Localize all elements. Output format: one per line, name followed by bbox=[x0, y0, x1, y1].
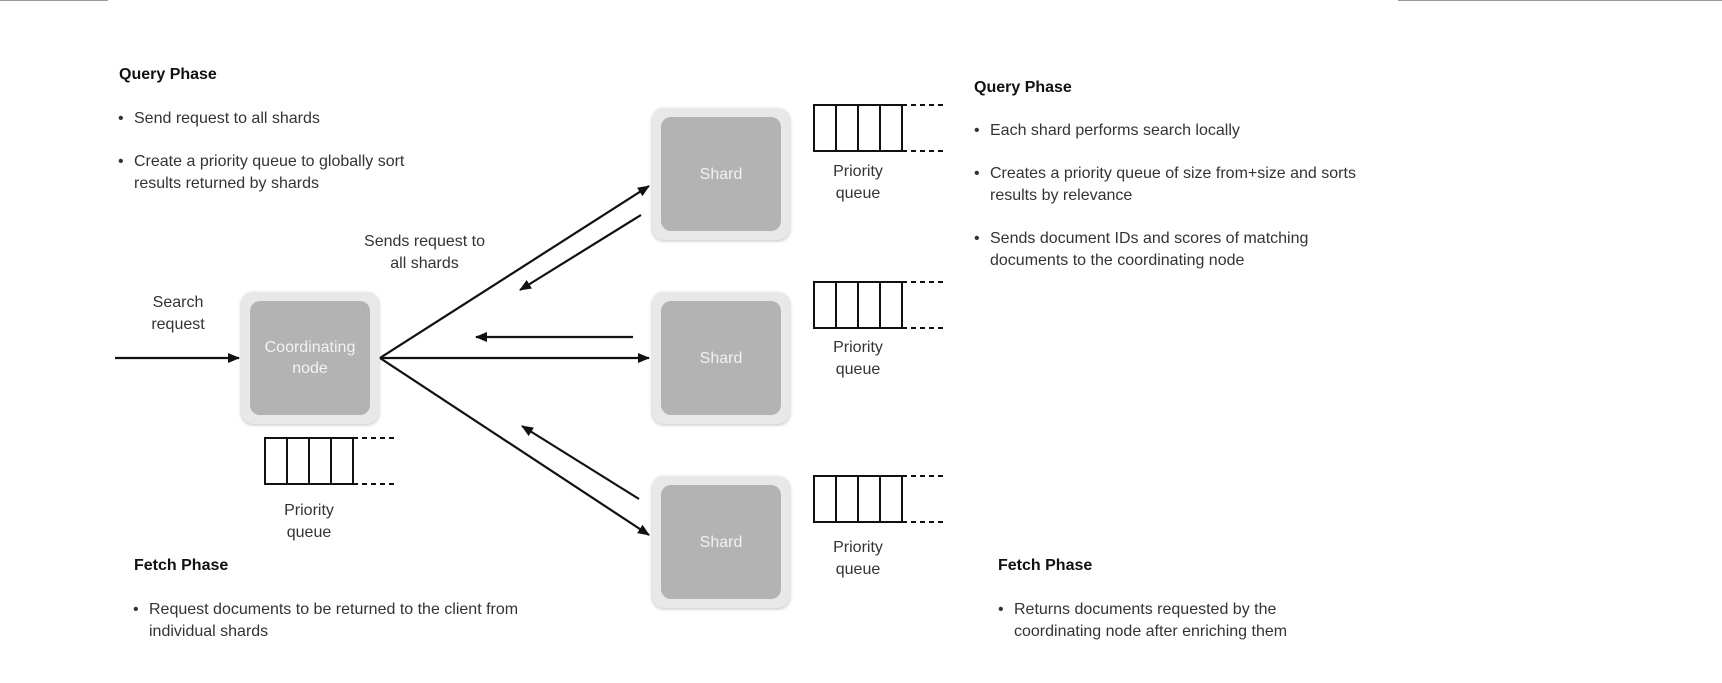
shard-2: Shard bbox=[652, 292, 790, 424]
left-query-bullet-1: Send request to all shards bbox=[118, 108, 453, 130]
shard-3-priority-queue bbox=[813, 475, 943, 523]
coordinating-node-label: Coordinating node bbox=[250, 301, 370, 415]
right-fetch-bullet-1: Returns documents requested by the coord… bbox=[998, 599, 1338, 643]
right-fetch-phase-title: Fetch Phase bbox=[998, 557, 1093, 574]
right-query-phase-list: Each shard performs search locally Creat… bbox=[974, 120, 1374, 293]
left-fetch-bullet-1: Request documents to be returned to the … bbox=[133, 599, 538, 643]
shard-1-priority-queue bbox=[813, 104, 943, 152]
shard-3-label: Shard bbox=[661, 485, 781, 599]
coordinating-priority-queue-label: Priority queue bbox=[284, 502, 334, 541]
right-query-bullet-2: Creates a priority queue of size from+si… bbox=[974, 163, 1374, 207]
left-fetch-phase-title: Fetch Phase bbox=[134, 557, 229, 574]
sends-request-label: Sends request to all shards bbox=[364, 233, 485, 272]
shard-1: Shard bbox=[652, 108, 790, 240]
left-query-bullet-2: Create a priority queue to globally sort… bbox=[118, 151, 453, 195]
shard-2-priority-queue-label: Priority queue bbox=[833, 339, 883, 378]
shard-3-priority-queue-label: Priority queue bbox=[833, 539, 883, 578]
response-arrow-shard-1 bbox=[519, 214, 642, 291]
right-query-bullet-3: Sends document IDs and scores of matchin… bbox=[974, 228, 1374, 272]
left-query-phase-list: Send request to all shards Create a prio… bbox=[118, 108, 453, 216]
coordinating-node: Coordinating node bbox=[241, 292, 379, 424]
search-request-label: Search request bbox=[151, 294, 205, 333]
shard-1-priority-queue-label: Priority queue bbox=[833, 163, 883, 202]
right-query-bullet-1: Each shard performs search locally bbox=[974, 120, 1374, 142]
left-fetch-phase-list: Request documents to be returned to the … bbox=[133, 599, 538, 664]
shard-1-label: Shard bbox=[661, 117, 781, 231]
coordinating-priority-queue bbox=[264, 437, 394, 485]
shard-2-label: Shard bbox=[661, 301, 781, 415]
left-query-phase-title: Query Phase bbox=[119, 66, 217, 83]
request-arrow-shard-1 bbox=[379, 185, 650, 359]
shard-2-priority-queue bbox=[813, 281, 943, 329]
response-arrow-shard-3 bbox=[521, 425, 640, 500]
request-arrow-shard-3 bbox=[379, 357, 650, 536]
right-query-phase-title: Query Phase bbox=[974, 79, 1072, 96]
right-fetch-phase-list: Returns documents requested by the coord… bbox=[998, 599, 1338, 664]
shard-3: Shard bbox=[652, 476, 790, 608]
